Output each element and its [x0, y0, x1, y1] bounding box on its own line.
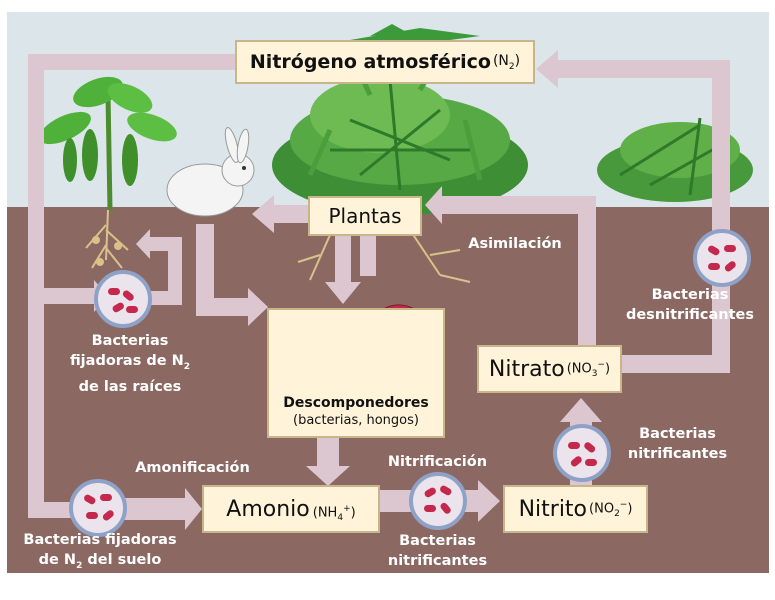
nitrate-box: Nitrato (NO3−)	[477, 345, 622, 393]
atmospheric-nitrogen-formula-pre: (N	[492, 52, 509, 69]
plants-box: Plantas	[308, 196, 422, 236]
root-bacteria-line2-text: fijadoras de N	[69, 353, 184, 369]
atmospheric-nitrogen-box: Nitrógeno atmosférico (N2)	[235, 40, 535, 84]
plants-label: Plantas	[328, 204, 402, 228]
nitrate-formula-post: )	[605, 360, 611, 376]
ammonium-box: Amonio (NH4+)	[202, 485, 380, 533]
nitrifying-right-line1: Bacterias	[639, 426, 716, 442]
nitrate-formula-pre: (NO	[566, 360, 592, 376]
soil-bacteria-line2: de N2 del suelo	[5, 550, 195, 576]
nitrite-formula-sup: −	[619, 499, 628, 510]
nitrifying-bacteria-right-label: Bacterias nitrificantes	[610, 424, 745, 464]
decomposers-box: Descomponedores (bacterias, hongos)	[267, 308, 445, 438]
bacteria-circle-nitrifying-right	[553, 424, 611, 482]
root-bacteria-line2: fijadoras de N2	[55, 351, 205, 377]
soil-bacteria-label: Bacterias fijadoras de N2 del suelo	[5, 530, 195, 576]
rabbit-icon	[166, 127, 255, 217]
nitrite-label: Nitrito	[518, 496, 588, 522]
nitrite-box: Nitrito (NO2−)	[503, 485, 648, 533]
bacteria-circle-soil	[69, 479, 127, 537]
bush-plant-icon	[272, 58, 528, 215]
root-bacteria-line3: de las raíces	[78, 378, 182, 395]
soil-bacteria-line2-post: del suelo	[82, 552, 162, 568]
ammonium-formula-post: )	[350, 504, 356, 520]
root-bacteria-line2-sub: 2	[183, 361, 191, 372]
decomposers-title: Descomponedores	[283, 395, 429, 411]
ammonium-formula-sup: +	[343, 503, 351, 514]
bacteria-circle-denitrifying	[693, 229, 751, 287]
nitrate-label: Nitrato	[488, 356, 565, 382]
bean-roots-icon	[85, 209, 129, 269]
root-bacteria-label: Bacterias fijadoras de N2 de las raíces	[55, 331, 205, 397]
ammonium-formula-pre: (NH	[312, 504, 338, 520]
bacteria-circle-nitrifying-bottom	[409, 472, 467, 530]
decomposers-subtitle: (bacterias, hongos)	[293, 413, 419, 428]
plant-roots-icon	[297, 229, 471, 283]
nitrite-formula-post: )	[627, 500, 633, 516]
nitrifying-bacteria-bottom-label: Bacterias nitrificantes	[370, 531, 505, 571]
nitrite-formula-pre: (NO	[589, 500, 615, 516]
bean-plant-icon	[39, 76, 177, 211]
soil-bacteria-line2-text: de N	[38, 552, 77, 568]
soil-bacteria-line2-sub: 2	[76, 560, 83, 571]
nitrate-formula-sub: 3	[591, 368, 598, 379]
atmospheric-nitrogen-formula-sub: 2	[508, 61, 515, 72]
nitrate-formula-sup: −	[597, 359, 606, 370]
atmospheric-nitrogen-formula-post: )	[514, 52, 521, 69]
denitrifying-bacteria-label: Bacterias desnitrificantes	[615, 285, 765, 325]
nitrifying-right-line2: nitrificantes	[627, 446, 728, 462]
denitrifying-line1: Bacterias	[651, 287, 729, 303]
assimilation-label: Asimilación	[468, 236, 562, 252]
root-bacteria-line1: Bacterias	[91, 333, 169, 349]
atmospheric-nitrogen-label: Nitrógeno atmosférico	[249, 51, 491, 73]
nitrifying-bottom-line1: Bacterias	[399, 533, 476, 549]
grass-icon	[350, 24, 480, 42]
ammonium-label: Amonio	[226, 496, 310, 522]
nitrite-formula-sub: 2	[614, 508, 620, 519]
ammonium-formula-sub: 4	[337, 512, 344, 523]
ammonification-label: Amonificación	[135, 460, 250, 476]
denitrifying-line2: desnitrificantes	[625, 307, 755, 323]
bacteria-circle-root	[94, 270, 152, 328]
nitrifying-bottom-line2: nitrificantes	[387, 553, 488, 569]
nitrification-label: Nitrificación	[387, 454, 488, 470]
soil-bacteria-line1: Bacterias fijadoras	[23, 532, 177, 548]
